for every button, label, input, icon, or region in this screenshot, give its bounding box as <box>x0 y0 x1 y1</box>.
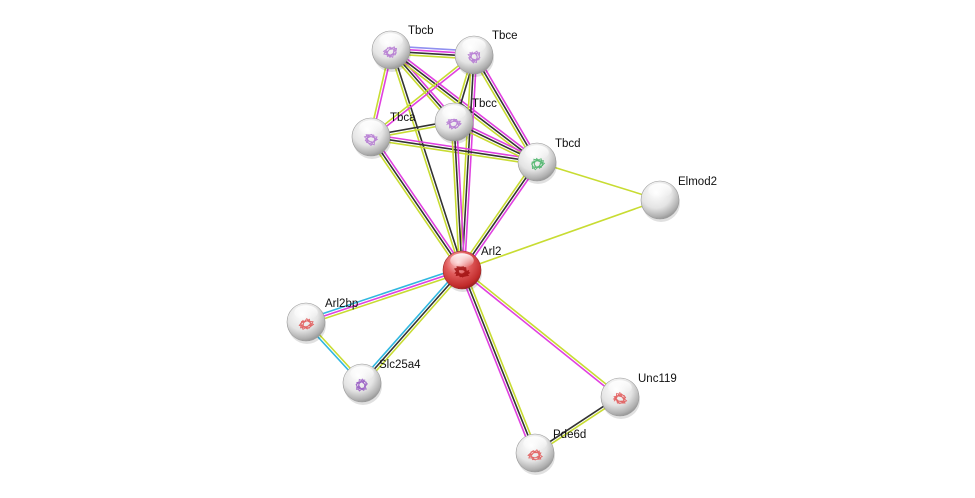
edge-evidence-textmining <box>369 53 474 137</box>
protein-structure-icon <box>363 133 379 147</box>
node-label: Pde6d <box>553 429 586 441</box>
edge-tbcb-arl2[interactable] <box>389 49 464 271</box>
node-highlight <box>450 253 474 268</box>
edge-evidence-coexpression <box>361 269 463 384</box>
node-arl2[interactable]: Arl2 <box>442 246 501 292</box>
node-label: Tbca <box>390 112 416 124</box>
edge-tbcc-arl2[interactable] <box>450 121 466 271</box>
edge-tbce-tbca[interactable] <box>369 53 476 139</box>
edge-elmod2-arl2[interactable] <box>461 199 661 271</box>
node-highlight <box>608 380 632 395</box>
node-highlight <box>462 38 486 53</box>
edge-tbcd-arl2[interactable] <box>459 160 540 272</box>
edge-evidence-textmining <box>462 268 622 397</box>
edge-evidence-experiments <box>458 270 534 455</box>
node-highlight <box>442 105 466 120</box>
edge-arl2-slc25a4[interactable] <box>359 267 465 386</box>
node-tbcd[interactable]: Tbcd <box>517 138 581 184</box>
node-label: Arl2 <box>481 246 501 258</box>
edge-evidence-textmining <box>461 199 661 271</box>
edge-tbce-arl2[interactable] <box>458 54 478 271</box>
edge-evidence-textmining <box>450 122 461 271</box>
edge-evidence-coexpression <box>461 161 538 271</box>
edge-evidence-coexpression <box>370 136 463 271</box>
edge-evidence-experiments <box>475 53 540 162</box>
edge-arl2-arl2bp[interactable] <box>304 266 464 326</box>
edge-evidence-textmining <box>459 160 536 269</box>
edge-evidence-databases <box>304 266 462 321</box>
edge-evidence-experiments <box>371 55 476 139</box>
node-label: Tbce <box>492 30 518 42</box>
edge-evidence-textmining <box>306 271 464 326</box>
node-unc119[interactable]: Unc119 <box>600 373 677 419</box>
node-highlight <box>379 33 403 48</box>
node-label: Arl2bp <box>325 298 358 310</box>
edge-evidence-experiments <box>371 133 538 161</box>
protein-structure-icon <box>382 46 398 59</box>
edge-evidence-coexpression <box>461 269 536 454</box>
edge-evidence-textmining <box>389 50 462 271</box>
node-highlight <box>350 366 374 381</box>
edge-tbce-tbcd[interactable] <box>471 53 540 164</box>
edge-arl2-pde6d[interactable] <box>458 268 539 455</box>
protein-structure-icon <box>612 391 628 405</box>
edge-evidence-textmining <box>536 161 661 201</box>
node-highlight <box>525 145 549 160</box>
protein-structure-icon <box>355 378 368 392</box>
edge-evidence-coexpression <box>391 49 464 270</box>
node-pde6d[interactable]: Pde6d <box>515 429 586 475</box>
node-label: Unc119 <box>638 373 677 385</box>
edge-evidence-experiments <box>460 270 620 399</box>
node-tbca[interactable]: Tbca <box>351 112 416 159</box>
edge-evidence-experiments <box>463 163 540 272</box>
edge-tbca-arl2[interactable] <box>368 135 465 272</box>
edge-evidence-textmining <box>471 55 536 164</box>
node-tbce[interactable]: Tbce <box>454 30 518 77</box>
edge-evidence-experiments <box>455 121 466 270</box>
edge-evidence-coexpression <box>370 136 538 163</box>
node-highlight <box>523 436 547 451</box>
edge-tbcd-elmod2[interactable] <box>536 161 661 201</box>
protein-structure-icon <box>298 317 315 330</box>
node-elmod2[interactable]: Elmod2 <box>640 176 717 222</box>
node-label: Tbcc <box>472 98 497 110</box>
edge-evidence-textmining <box>458 54 473 270</box>
edge-arl2-unc119[interactable] <box>460 268 622 399</box>
edge-evidence-coexpression <box>453 121 463 271</box>
edge-evidence-coexpression <box>473 54 538 163</box>
node-tbcb[interactable]: Tbcb <box>371 25 434 72</box>
node-highlight <box>359 120 383 135</box>
node-label: Tbcd <box>555 138 581 150</box>
edge-evidence-experiments <box>305 269 463 323</box>
edge-evidence-textmining <box>363 271 465 386</box>
edge-evidence-textmining <box>368 138 461 272</box>
protein-structure-icon <box>530 157 546 171</box>
edge-evidence-coexpression <box>461 54 475 271</box>
node-slc25a4[interactable]: Slc25a4 <box>342 359 421 405</box>
node-label: Slc25a4 <box>379 359 421 371</box>
protein-structure-icon <box>467 50 481 64</box>
edge-evidence-experiments <box>463 55 478 271</box>
edge-evidence-experiments <box>392 47 540 161</box>
node-arl2bp[interactable]: Arl2bp <box>286 298 358 344</box>
node-label: Tbcb <box>408 25 434 37</box>
protein-structure-icon <box>527 449 544 461</box>
protein-structure-icon <box>453 266 471 278</box>
edge-evidence-experiments <box>372 135 465 269</box>
edge-evidence-textmining <box>463 268 539 453</box>
node-highlight <box>294 305 318 320</box>
edge-evidence-databases <box>359 267 461 382</box>
node-tbcc[interactable]: Tbcc <box>434 98 497 144</box>
node-highlight <box>648 183 672 198</box>
node-label: Elmod2 <box>678 176 717 188</box>
